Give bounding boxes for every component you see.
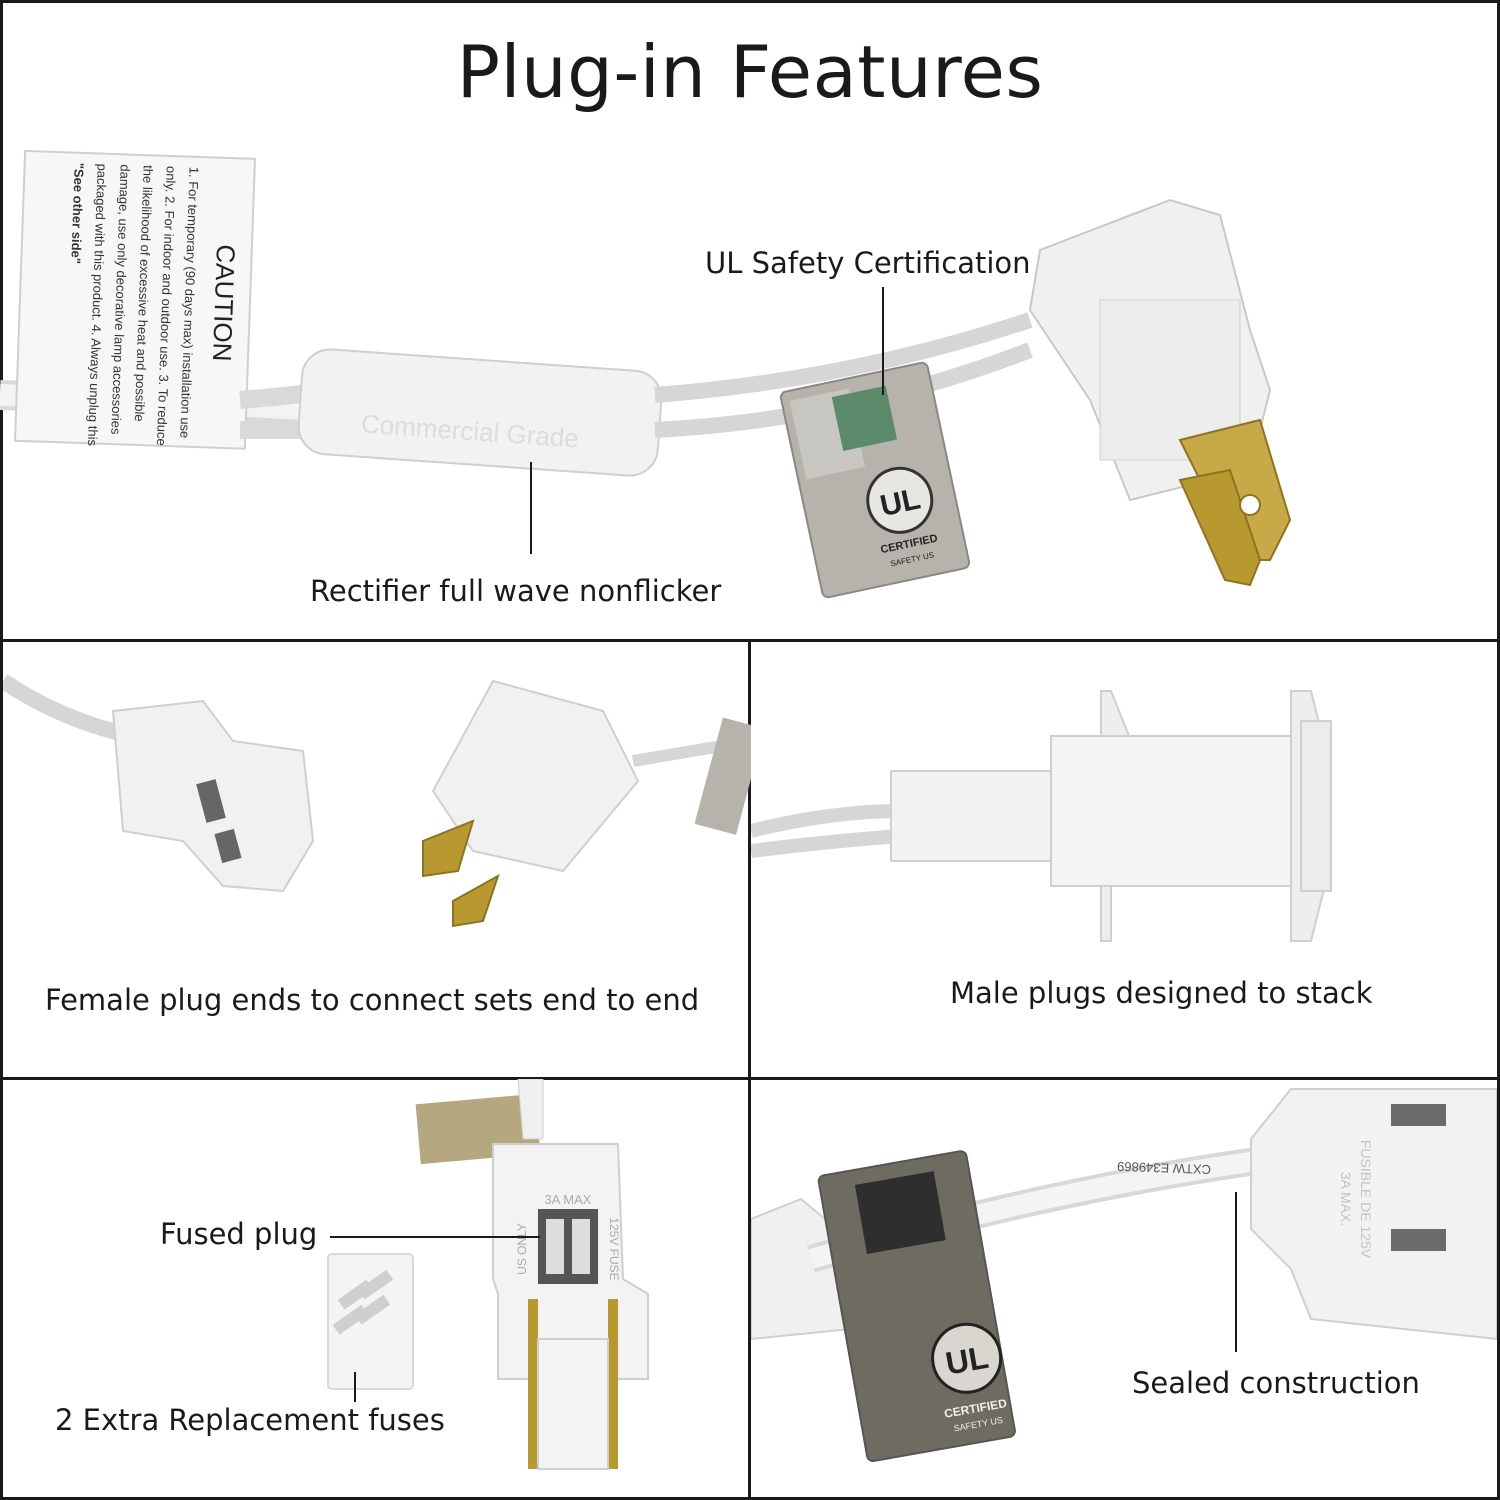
fused-plug-illustration: 3A MAX US ONLY 125V FUSE: [327, 1079, 649, 1470]
female-plug-illustration: [3, 674, 751, 928]
caution-line: "See other side": [68, 163, 87, 265]
leader-extra-fuses: [354, 1372, 356, 1402]
fused-plug: 3A MAX US ONLY 125V FUSE: [492, 1143, 649, 1470]
female-plug: [111, 699, 315, 893]
caution-tag: CAUTION 1. For temporary (90 days max) i…: [13, 149, 257, 450]
ul-label: UL CERTIFIED SAFETY US: [779, 361, 971, 599]
fused-plug-max-text: 3A MAX: [545, 1192, 592, 1207]
outer-border-right: [1497, 0, 1500, 1500]
rectifier-body: Commercial Grade: [297, 348, 663, 477]
outer-border-top: [0, 0, 1500, 3]
divider-vertical: [748, 640, 751, 1500]
label-female-plug: Female plug ends to connect sets end to …: [45, 983, 700, 1017]
male-plug-stack-illustration: [751, 690, 1332, 942]
plug-emboss-line: 3A MAX.: [1338, 1172, 1354, 1226]
male-plug-top: [1028, 198, 1292, 587]
ul-mark-letters: UL: [877, 482, 923, 523]
female-plug-sealed: FUSIBLE DE 125V 3A MAX.: [1250, 1088, 1497, 1341]
label-ul-safety: UL Safety Certification: [705, 246, 1031, 280]
label-male-plugs: Male plugs designed to stack: [950, 976, 1373, 1010]
cord-print-text: CXTW E349869: [1117, 1159, 1211, 1177]
outer-border-left: [0, 0, 3, 1500]
leader-fused-plug: [330, 1236, 540, 1238]
page-title: Plug-in Features: [456, 30, 1044, 114]
leader-sealed: [1235, 1192, 1237, 1352]
top-panel-illustration: CAUTION 1. For temporary (90 days max) i…: [0, 149, 1292, 599]
ul-mark-letters: UL: [943, 1339, 991, 1382]
ul-label-bottom: UL CERTIFIED SAFETY US: [817, 1150, 1016, 1462]
label-fused-plug: Fused plug: [160, 1217, 318, 1251]
leader-ul-safety: [882, 287, 884, 395]
stacked-male-plugs: [890, 690, 1332, 942]
fused-plug-fuse-text: 125V FUSE: [607, 1217, 621, 1280]
fuse-bag: [327, 1253, 414, 1390]
caution-heading: CAUTION: [207, 244, 241, 362]
fused-plug-us-only-text: US ONLY: [515, 1223, 529, 1275]
label-rectifier: Rectifier full wave nonflicker: [310, 574, 722, 608]
male-plug-angled: [422, 679, 640, 928]
leader-rectifier: [530, 462, 532, 554]
sealed-construction-illustration: CXTW E349869 UL CERTIFIED SAFETY US FUSI…: [751, 1088, 1497, 1462]
plug-emboss-line: FUSIBLE DE 125V: [1358, 1140, 1374, 1259]
label-extra-fuses: 2 Extra Replacement fuses: [55, 1403, 445, 1437]
label-sealed-construction: Sealed construction: [1132, 1366, 1420, 1400]
